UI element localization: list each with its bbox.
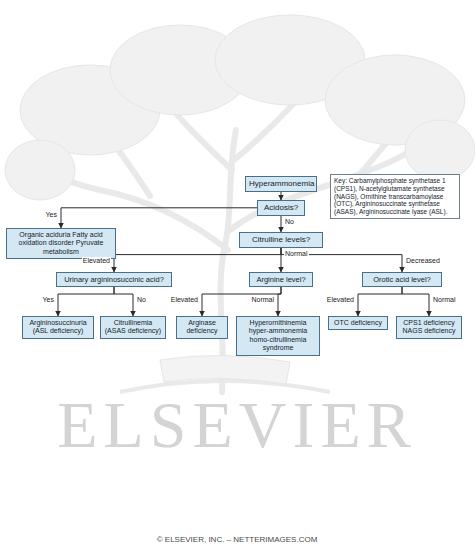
- result-box: Organic aciduria Fatty acid oxidation di…: [6, 228, 116, 259]
- branch-label: Normal: [284, 250, 309, 258]
- box-text: Hyperammonemia: [249, 179, 313, 189]
- box-text: Organic aciduria Fatty acid oxidation di…: [10, 231, 112, 256]
- box-text: Orotic acid level?: [366, 275, 438, 284]
- branch-label: No: [284, 218, 295, 226]
- box-text: Citrullinemia (ASAS deficiency): [104, 319, 162, 336]
- foliage: [5, 140, 75, 200]
- watermark-text: ELSEVIER: [57, 392, 417, 458]
- branch-label: Normal: [432, 296, 457, 304]
- key-box: Key: Carbamylphosphate synthetase 1 (CPS…: [330, 174, 460, 219]
- flow-arrow: [281, 192, 282, 200]
- box-text: Acidosis?: [261, 203, 301, 213]
- flow-arrow: [61, 208, 257, 228]
- flow-arrow: [58, 287, 114, 316]
- box-text: Argininosuccinuria (ASL deficiency): [26, 319, 90, 336]
- flow-arrow: [278, 287, 281, 316]
- box-text: Urinary argininosuccinic acid?: [60, 275, 168, 284]
- tree-ground: [120, 381, 330, 392]
- box-text: Arginase deficiency: [180, 319, 224, 336]
- box-text: Citrulline levels?: [243, 235, 319, 245]
- flow-arrow: [281, 248, 402, 272]
- result-box: OTC deficiency: [328, 316, 388, 330]
- branch-label: No: [136, 296, 147, 304]
- start-box: Hyperammonemia: [245, 176, 317, 192]
- decision-box: Urinary argininosuccinic acid?: [56, 272, 172, 287]
- flow-arrow: [202, 287, 281, 316]
- decision-box: Acidosis?: [257, 200, 305, 216]
- branch-label: Elevated: [82, 257, 111, 265]
- copyright-text: © ELSEVIER, INC. – NETTERIMAGES.COM: [157, 536, 318, 544]
- result-box: Citrullinemia (ASAS deficiency): [100, 316, 166, 339]
- box-text: Hyperornithinemia hyper-ammonemia homo-c…: [240, 319, 316, 353]
- box-text: Key: Carbamylphosphate synthetase 1 (CPS…: [334, 177, 456, 216]
- result-box: Argininosuccinuria (ASL deficiency): [22, 316, 94, 339]
- branch-label: Elevated: [326, 296, 355, 304]
- flow-arrow: [402, 287, 429, 316]
- flow-arrow: [358, 287, 402, 316]
- flow-arrow: [114, 248, 281, 272]
- decision-box: Arginine level?: [249, 272, 313, 287]
- branch-label: Yes: [42, 296, 55, 304]
- decision-box: Citrulline levels?: [239, 232, 323, 248]
- box-text: Arginine level?: [253, 275, 309, 284]
- decision-box: Orotic acid level?: [362, 272, 442, 287]
- box-text: CPS1 deficiency NAGS deficiency: [400, 319, 458, 336]
- branch-label: Normal: [250, 296, 275, 304]
- branch-label: Yes: [45, 211, 58, 219]
- box-text: OTC deficiency: [332, 319, 384, 327]
- foliage: [405, 120, 475, 180]
- branch-label: Elevated: [170, 296, 199, 304]
- result-box: Arginase deficiency: [176, 316, 228, 339]
- tree-roots: [160, 355, 290, 384]
- result-box: CPS1 deficiency NAGS deficiency: [396, 316, 462, 339]
- flow-arrow: [281, 216, 282, 232]
- result-box: Hyperornithinemia hyper-ammonemia homo-c…: [236, 316, 320, 356]
- flow-arrow: [114, 287, 133, 316]
- branch-label: Decreased: [405, 257, 441, 265]
